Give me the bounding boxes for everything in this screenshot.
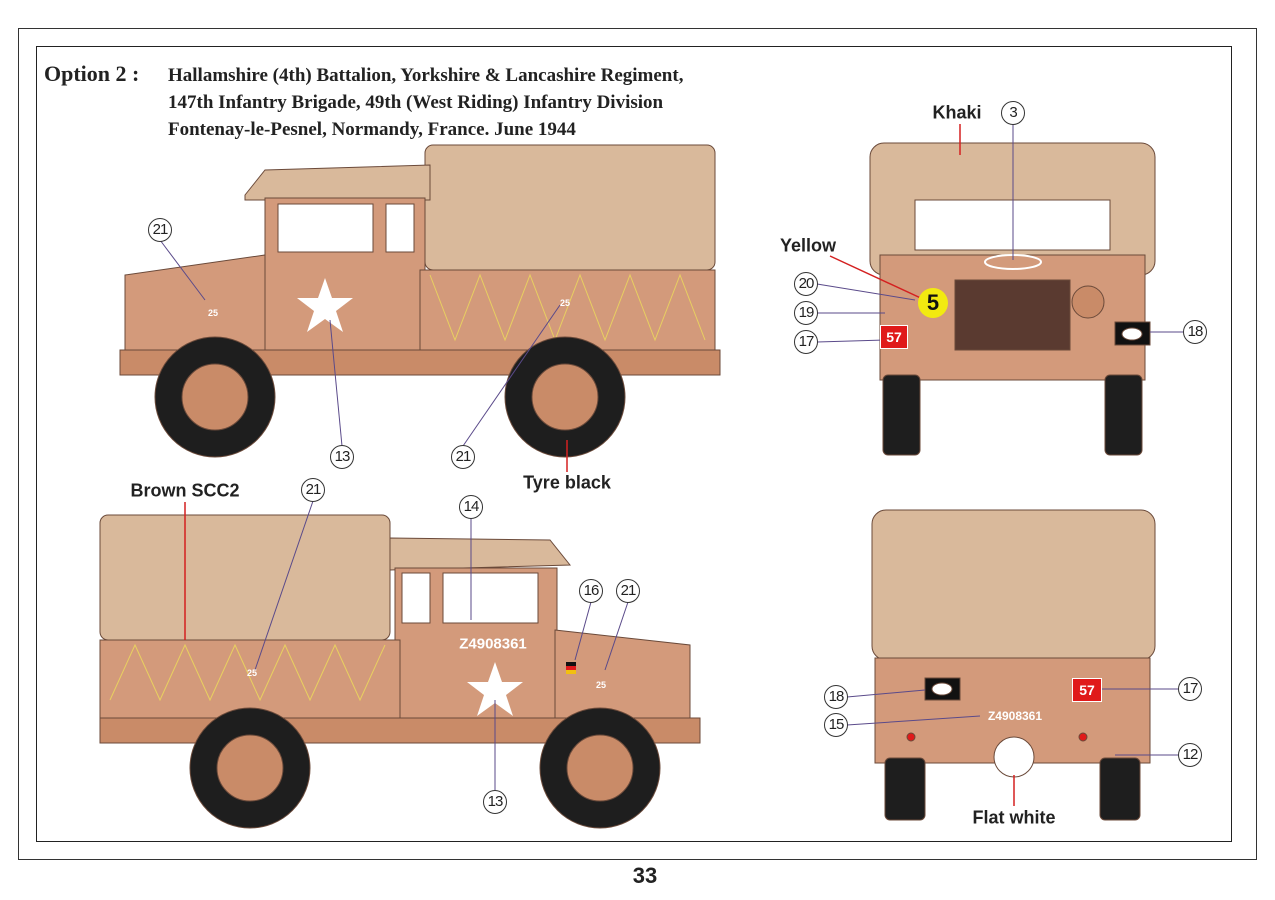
- callout-decal: 18: [824, 685, 848, 709]
- title-line-2: 147th Infantry Brigade, 49th (West Ridin…: [168, 92, 664, 113]
- callout-decal: 18: [1183, 320, 1207, 344]
- registration-side: Z4908361: [459, 635, 527, 653]
- colour-label-yellow: Yellow: [779, 235, 837, 256]
- title-line-1: Hallamshire (4th) Battalion, Yorkshire &…: [168, 65, 684, 86]
- outer-frame: [18, 28, 1257, 860]
- callout-decal: 21: [301, 478, 325, 502]
- colour-label-white: Flat white: [972, 807, 1056, 828]
- bridge-class-decal: 25: [246, 668, 258, 678]
- callout-decal: 16: [579, 579, 603, 603]
- left-side-view-bottom: [99, 514, 701, 829]
- title-line-3: Fontenay-le-Pesnel, Normandy, France. Ju…: [168, 119, 576, 140]
- tactical-sign-rear: 57: [1072, 678, 1102, 702]
- callout-decal: 21: [616, 579, 640, 603]
- callout-decal: 17: [1178, 677, 1202, 701]
- callout-decal: 20: [794, 272, 818, 296]
- callout-decal: 17: [794, 330, 818, 354]
- callout-decal: 14: [459, 495, 483, 519]
- bridge-class-decal: 25: [559, 298, 571, 308]
- option-number: Option 2 :: [44, 61, 140, 86]
- unit-number-disc: 5: [918, 288, 948, 318]
- callout-decal: 19: [794, 301, 818, 325]
- colour-label-brown: Brown SCC2: [130, 480, 240, 501]
- callout-decal: 21: [148, 218, 172, 242]
- page-number: 33: [632, 863, 658, 888]
- callout-decal: 13: [330, 445, 354, 469]
- left-side-view-top: [119, 144, 721, 458]
- callout-decal: 15: [824, 713, 848, 737]
- option-title: Option 2 : Hallamshire (4th) Battalion, …: [44, 60, 683, 140]
- bridge-class-decal: 25: [207, 308, 219, 318]
- colour-label-tyre: Tyre black: [523, 472, 611, 493]
- callout-decal: 13: [483, 790, 507, 814]
- rear-view: [871, 509, 1156, 821]
- registration-rear: Z4908361: [987, 709, 1043, 723]
- callout-decal: 12: [1178, 743, 1202, 767]
- inner-frame: [36, 46, 1232, 842]
- bridge-class-decal: 25: [595, 680, 607, 690]
- colour-label-khaki: Khaki: [932, 102, 982, 123]
- leader-lines: [159, 124, 1184, 806]
- tactical-sign-front: 57: [880, 325, 908, 349]
- callout-decal: 21: [451, 445, 475, 469]
- callout-decal: 3: [1001, 101, 1025, 125]
